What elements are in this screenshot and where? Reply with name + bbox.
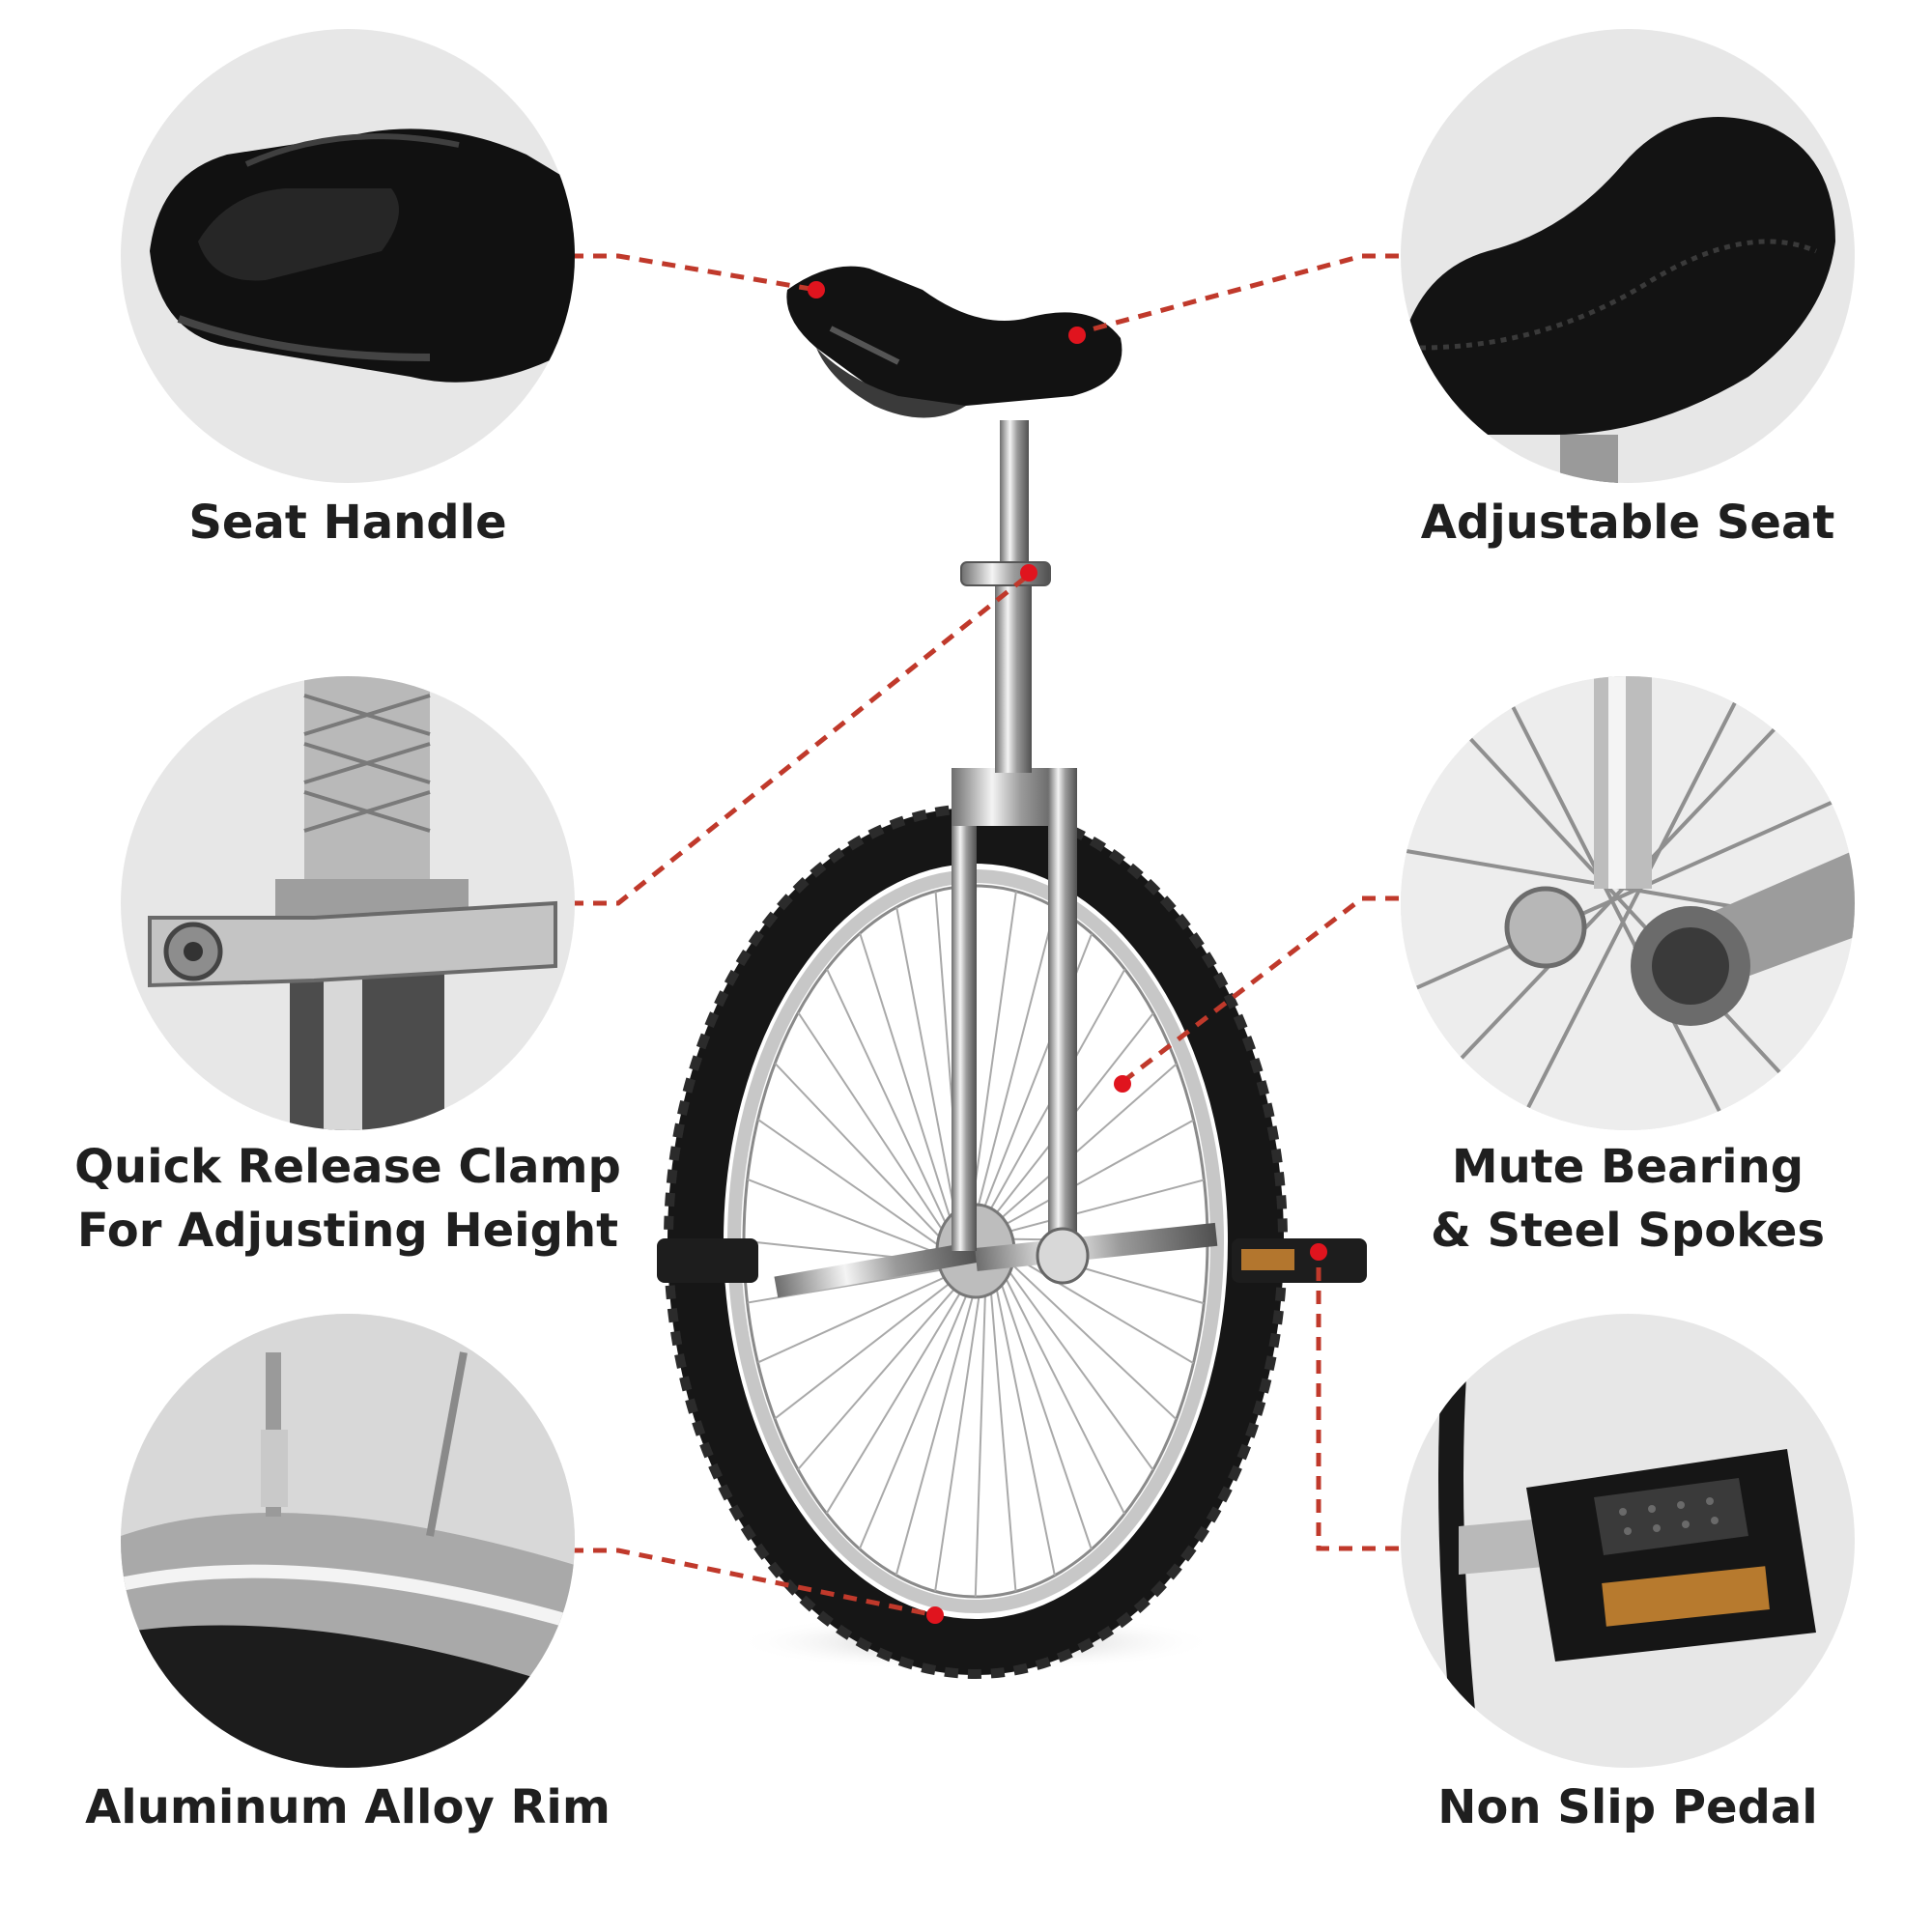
left-pedal	[657, 1238, 758, 1283]
spoke	[774, 1276, 958, 1420]
spoke	[1002, 1262, 1154, 1471]
leader-aluminum-rim	[570, 1548, 936, 1618]
caption-line: Seat Handle	[188, 496, 507, 550]
caption-line: Aluminum Alloy Rim	[85, 1780, 611, 1834]
seat-handle-detail-circle	[121, 29, 575, 483]
left-crank	[774, 1241, 979, 1298]
seat-rail	[829, 326, 900, 365]
caption-line: Adjustable Seat	[1420, 496, 1835, 550]
right-crank	[975, 1222, 1218, 1271]
adjustable-seat-closeup	[1401, 117, 1835, 483]
caption-line: & Steel Spokes	[1430, 1204, 1826, 1258]
seat-underside	[816, 348, 966, 418]
spoke	[825, 1283, 967, 1515]
spoke	[974, 1283, 987, 1598]
caption-seat-handle: Seat Handle	[19, 491, 676, 554]
fork-leg-right	[1048, 768, 1077, 1251]
spoke	[969, 891, 1017, 1217]
seat-handle-closeup	[150, 128, 575, 383]
leader-adjustable-seat	[1076, 253, 1399, 336]
dot-adjustable-seat	[1068, 327, 1086, 344]
spoke	[797, 1280, 962, 1470]
spoke	[975, 907, 1057, 1217]
spoke	[989, 1281, 1017, 1592]
mute-bearing-detail-circle	[1401, 676, 1855, 1130]
dot-seat-handle	[808, 281, 825, 298]
caption-mute-bearing: Mute Bearing & Steel Spokes	[1299, 1135, 1932, 1263]
leader-quick-release	[570, 573, 1031, 906]
caption-line: Non Slip Pedal	[1437, 1780, 1818, 1834]
frame-tube	[995, 570, 1032, 773]
caption-non-slip-pedal: Non Slip Pedal	[1299, 1776, 1932, 1839]
dot-mute-bearing	[1114, 1075, 1131, 1093]
caption-quick-release-clamp: Quick Release Clamp For Adjusting Height	[19, 1135, 676, 1263]
spoke	[797, 1011, 950, 1240]
spoke	[1004, 1250, 1194, 1365]
spoke	[997, 1272, 1093, 1550]
leader-non-slip-pedal	[1316, 1252, 1399, 1551]
spoke	[858, 1285, 972, 1549]
spoke	[756, 1118, 948, 1252]
spoke	[997, 1119, 1195, 1230]
dot-non-slip-pedal	[1310, 1243, 1327, 1261]
bearing-closeup	[1401, 676, 1855, 1130]
adjustable-seat-detail-circle	[1401, 29, 1855, 483]
bearing-cap	[1036, 1227, 1090, 1285]
seat-post	[1000, 420, 1029, 575]
caption-line: Mute Bearing	[1451, 1140, 1804, 1194]
leader-mute-bearing	[1121, 895, 1399, 1084]
aluminum-rim-detail-circle	[121, 1314, 575, 1768]
spoke	[993, 1063, 1178, 1226]
pedal-closeup	[1438, 1314, 1816, 1768]
caption-line: For Adjusting Height	[76, 1204, 619, 1258]
dot-quick-release	[1020, 564, 1037, 582]
spoke	[825, 968, 952, 1235]
spoke	[1000, 1267, 1125, 1515]
rim-closeup	[121, 1314, 575, 1768]
spoke	[895, 1285, 977, 1576]
spoke	[1003, 1256, 1178, 1421]
spoke	[859, 932, 954, 1230]
cranks-and-pedals	[657, 1222, 1367, 1298]
fork	[952, 768, 1090, 1285]
spoke	[993, 1277, 1056, 1577]
seat-body	[786, 266, 1122, 407]
seat-post-assembly	[960, 420, 1051, 773]
spoke	[934, 1285, 982, 1592]
quick-release-clamp-detail-circle	[121, 676, 575, 1130]
marker-dots	[808, 281, 1327, 1624]
spoke	[895, 906, 958, 1225]
leader-seat-handle	[570, 253, 817, 293]
seat	[786, 266, 1122, 418]
spoke	[1000, 1179, 1205, 1235]
spoke	[756, 1272, 954, 1364]
spoke	[747, 1178, 948, 1259]
dot-aluminum-rim	[926, 1606, 944, 1624]
leader-lines	[570, 253, 1399, 1618]
caption-aluminum-rim: Aluminum Alloy Rim	[19, 1776, 676, 1839]
pedal-reflector	[1241, 1249, 1294, 1270]
non-slip-pedal-detail-circle	[1401, 1314, 1855, 1768]
spoke	[774, 1063, 949, 1246]
caption-line: Quick Release Clamp	[74, 1140, 621, 1194]
fork-leg-left	[952, 826, 977, 1251]
caption-adjustable-seat: Adjustable Seat	[1299, 491, 1932, 554]
clamp-closeup	[148, 676, 557, 1130]
